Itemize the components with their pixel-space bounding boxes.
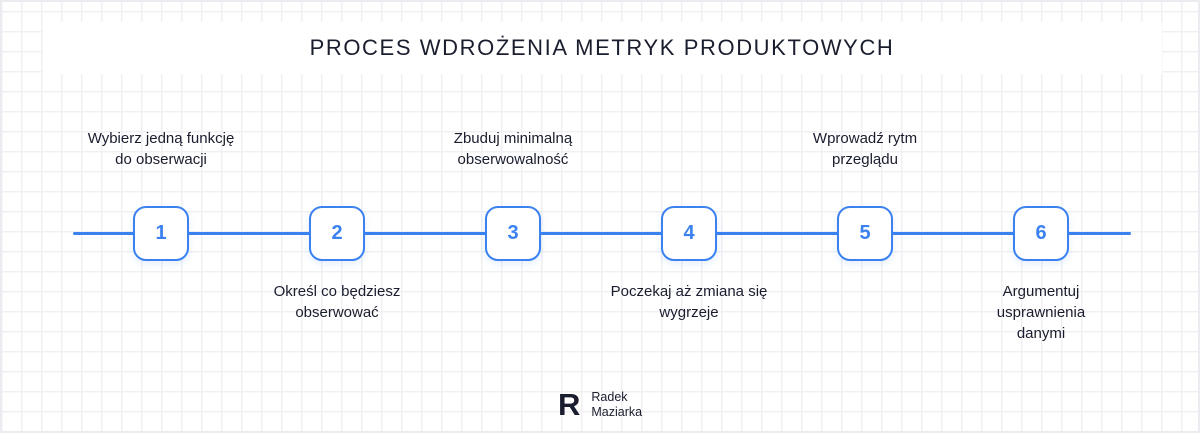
step-3-badge: 3 [485, 206, 541, 261]
step-5-label: Wprowadź rytm przeglądu [812, 130, 918, 168]
step-4-badge: 4 [661, 206, 717, 261]
step-4-label: Poczekaj aż zmiana się wygrzeje [610, 283, 768, 321]
timeline-line [73, 231, 1131, 235]
step-6-badge: 6 [1013, 206, 1069, 261]
author-logo: R Radek Maziarka [558, 389, 642, 420]
step-6-label: Argumentuj usprawnienia danymi [996, 283, 1086, 342]
logo-mark: R [558, 387, 581, 422]
step-2-badge: 2 [309, 206, 365, 261]
title-band [43, 22, 1162, 74]
logo-last-name: Maziarka [591, 404, 643, 419]
step-1-badge: 1 [133, 206, 189, 261]
step-2-label: Określ co będziesz obserwować [273, 283, 401, 321]
step-5-badge: 5 [837, 206, 893, 261]
step-1-label: Wybierz jedną funkcję do obserwacji [87, 130, 235, 168]
logo-text: Radek Maziarka [591, 390, 642, 420]
diagram-title: PROCES WDROŻENIA METRYK PRODUKTOWYCH [309, 35, 895, 60]
logo-first-name: Radek [591, 389, 628, 404]
step-3-label: Zbuduj minimalną obserwowalność [453, 130, 573, 168]
